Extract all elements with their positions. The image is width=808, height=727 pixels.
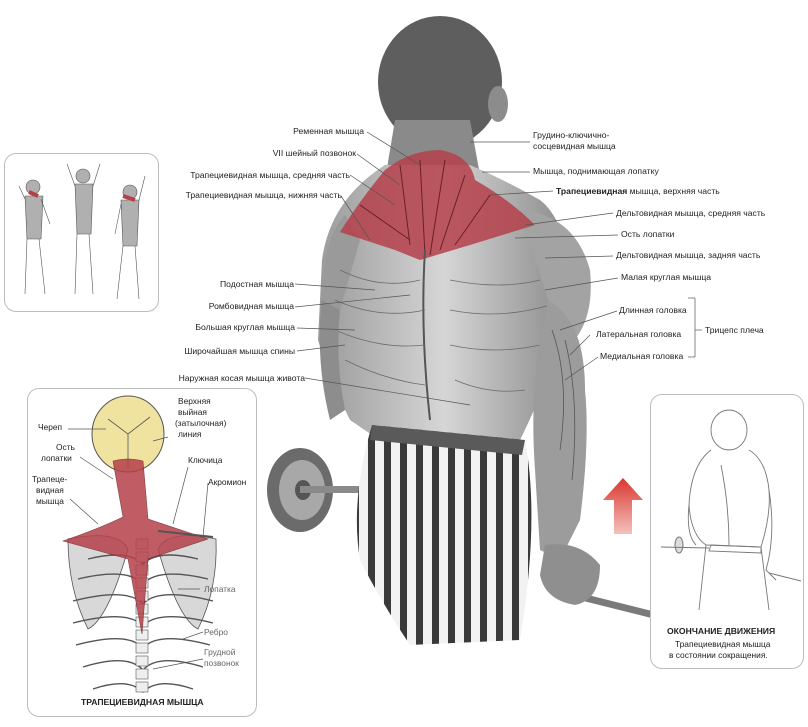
stretch-poses-illustration (18, 163, 146, 300)
inset-label-spine-scapula-1: Ость (56, 442, 75, 452)
label-trapezius-upper: Трапециевидная мышца, верхняя часть (556, 186, 720, 197)
inset-label-spine-scapula-2: лопатки (41, 453, 72, 463)
inset-label-trapezius-1: Трапеце- (32, 474, 68, 484)
label-teres-major: Большая круглая мышца (195, 322, 295, 332)
end-position-desc-2: в состоянии сокращения. (669, 650, 768, 660)
label-trapezius-lower: Трапециевидная мышца, нижняя часть (185, 190, 342, 200)
striped-pants (356, 425, 532, 645)
inset-caption: ТРАПЕЦИЕВИДНАЯ МЫШЦА (81, 697, 204, 707)
label-deltoid-posterior: Дельтовидная мышца, задняя часть (616, 250, 761, 260)
label-deltoid-middle: Дельтовидная мышца, средняя часть (616, 208, 766, 218)
label-scm-1: Грудино-ключично- (533, 130, 610, 140)
up-arrow-icon (603, 478, 643, 534)
label-spine-of-scapula: Ость лопатки (621, 229, 675, 239)
inset-label-acromion: Акромион (208, 477, 247, 487)
inset-label-trapezius-2: видная (36, 485, 64, 495)
label-rhomboid: Ромбовидная мышца (208, 301, 294, 311)
label-splenius: Ременная мышца (293, 126, 364, 136)
label-external-oblique: Наружная косая мышца живота (178, 373, 305, 383)
label-latissimus: Широчайшая мышца спины (184, 346, 295, 356)
right-arm (533, 300, 587, 560)
inset-label-scapula: Лопатка (204, 584, 236, 594)
end-position-panel: ОКОНЧАНИЕ ДВИЖЕНИЯ Трапециевидная мышца … (650, 394, 804, 669)
label-long-head: Длинная головка (619, 305, 687, 315)
label-scm-2: сосцевидная мышца (533, 141, 616, 151)
head (378, 16, 502, 148)
end-position-sketch (660, 409, 802, 611)
label-trapezius-middle: Трапециевидная мышца, средняя часть (190, 170, 350, 180)
inset-label-nuchal-2: выйная (178, 407, 207, 417)
label-trapezius-upper-rest: мышца, верхняя часть (627, 186, 720, 196)
label-medial-head: Медиальная головка (600, 351, 684, 361)
stretch-poses-panel (4, 153, 159, 312)
label-triceps: Трицепс плеча (705, 325, 764, 335)
barbell-plate (267, 448, 370, 532)
label-levator-scapulae: Мышца, поднимающая лопатку (533, 166, 659, 176)
inset-label-rib: Ребро (204, 627, 228, 637)
label-infraspinatus: Подостная мышца (219, 279, 294, 289)
inset-label-nuchal-1: Верхняя (178, 396, 211, 406)
inset-label-vertebra-2: позвонок (204, 658, 239, 668)
label-teres-minor: Малая круглая мышца (621, 272, 712, 282)
inset-label-skull: Череп (38, 422, 63, 432)
inset-label-trapezius-3: мышца (36, 496, 64, 506)
label-c7-vertebra: VII шейный позвонок (272, 148, 356, 158)
label-trapezius-upper-bold: Трапециевидная (556, 186, 628, 196)
end-position-desc-1: Трапециевидная мышца (675, 639, 771, 649)
label-lateral-head: Латеральная головка (596, 329, 682, 339)
skeleton-illustration (61, 395, 217, 693)
inset-label-nuchal-4: линия (178, 429, 202, 439)
inset-label-clavicle: Ключица (188, 455, 223, 465)
end-position-title: ОКОНЧАНИЕ ДВИЖЕНИЯ (667, 626, 776, 636)
inset-label-nuchal-3: (затылочная) (175, 418, 227, 428)
inset-label-vertebra-1: Грудной (204, 647, 236, 657)
trapezius-anatomy-panel: Череп Ость лопатки Трапеце- видная мышца… (27, 388, 257, 717)
